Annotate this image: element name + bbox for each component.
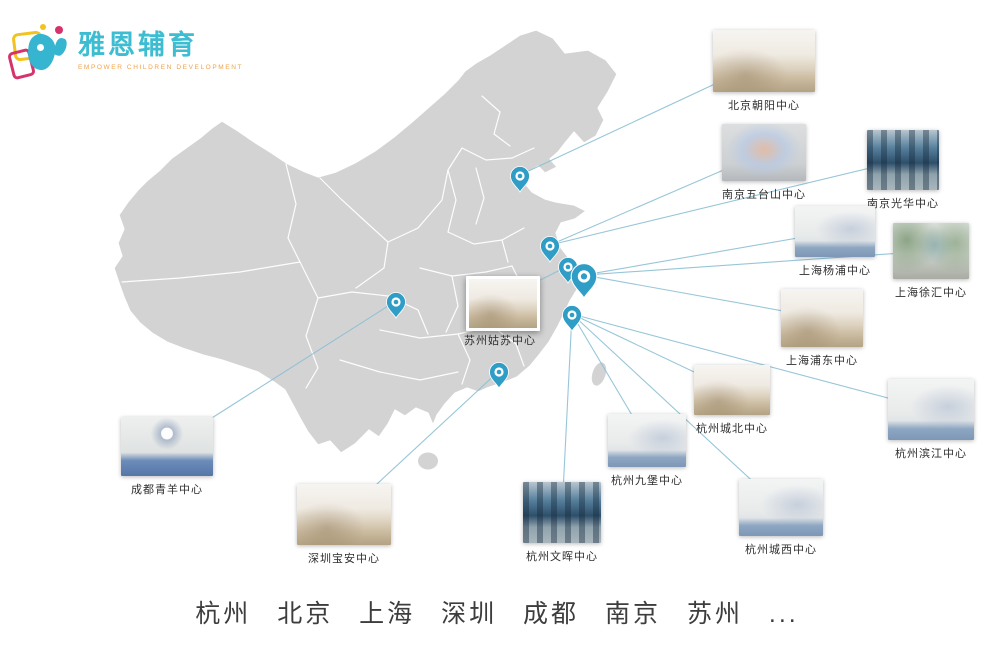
center-photo-shanghai-xuhui	[893, 223, 969, 279]
center-photo-shenzhen-baoan	[297, 484, 391, 545]
map-pin-杭州	[562, 305, 582, 332]
center-label-hangzhou-binjiang: 杭州滨江中心	[895, 448, 967, 460]
footer-city-list: 杭州 北京 上海 深圳 成都 南京 苏州 ...	[195, 600, 799, 628]
brand-name: 雅恩辅育	[78, 30, 198, 61]
center-label-beijing-chaoyang: 北京朝阳中心	[728, 100, 800, 112]
connector-line-hangzhou-wenhui	[561, 313, 573, 513]
connector-line-hangzhou-chengxi	[571, 313, 782, 508]
map-pin-深圳	[489, 362, 509, 389]
connector-line-shanghai-xuhui	[583, 250, 932, 276]
logo-figure-eye	[37, 44, 44, 51]
brand-logo-text: 雅恩辅育 EMPOWER CHILDREN DEVELOPMENT	[78, 30, 244, 71]
connector-line-nanjing-guanghua	[549, 159, 904, 246]
logo-yellow-dot	[40, 24, 46, 30]
center-photo-nanjing-wutaishan	[722, 124, 806, 181]
map-pin-上海	[570, 263, 598, 300]
map-pin-南京	[540, 236, 560, 263]
center-photo-shanghai-pudong	[781, 289, 863, 347]
center-label-chengdu-qingyang: 成都青羊中心	[131, 484, 203, 496]
brand-logo: 雅恩辅育 EMPOWER CHILDREN DEVELOPMENT	[6, 22, 244, 81]
center-photo-beijing-chaoyang	[713, 30, 815, 92]
center-photo-hangzhou-chengxi	[739, 479, 823, 536]
center-label-hangzhou-wenhui: 杭州文晖中心	[526, 551, 598, 563]
center-label-shanghai-pudong: 上海浦东中心	[786, 355, 858, 367]
center-photo-hangzhou-chengbei	[694, 365, 770, 415]
brand-tagline: EMPOWER CHILDREN DEVELOPMENT	[78, 63, 244, 71]
map-pin-北京	[510, 166, 530, 193]
center-label-hangzhou-chengxi: 杭州城西中心	[745, 544, 817, 556]
center-photo-hangzhou-jiubao	[608, 414, 686, 467]
brand-logo-icon	[6, 22, 72, 81]
center-label-nanjing-wutaishan: 南京五台山中心	[722, 189, 806, 201]
center-label-nanjing-guanghua: 南京光华中心	[867, 198, 939, 210]
center-label-shanghai-xuhui: 上海徐汇中心	[895, 287, 967, 299]
center-photo-hangzhou-binjiang	[888, 379, 974, 440]
center-photo-suzhou-gusu	[466, 276, 540, 331]
center-label-shanghai-yangpu: 上海杨浦中心	[799, 265, 871, 277]
logo-teal-comma	[52, 36, 69, 58]
center-label-hangzhou-chengbei: 杭州城北中心	[696, 423, 768, 435]
center-photo-shanghai-yangpu	[795, 206, 875, 257]
map-pin-成都	[386, 292, 406, 319]
connector-line-hangzhou-binjiang	[571, 313, 932, 411]
center-photo-nanjing-guanghua	[867, 130, 939, 190]
center-photo-hangzhou-wenhui	[523, 482, 601, 543]
center-label-suzhou-gusu: 苏州姑苏中心	[464, 335, 536, 347]
center-label-shenzhen-baoan: 深圳宝安中心	[308, 553, 380, 565]
center-photo-chengdu-qingyang	[121, 417, 213, 476]
center-label-hangzhou-jiubao: 杭州九堡中心	[611, 475, 683, 487]
logo-pink-dot	[55, 26, 63, 34]
connector-line-shanghai-yangpu	[583, 230, 836, 276]
